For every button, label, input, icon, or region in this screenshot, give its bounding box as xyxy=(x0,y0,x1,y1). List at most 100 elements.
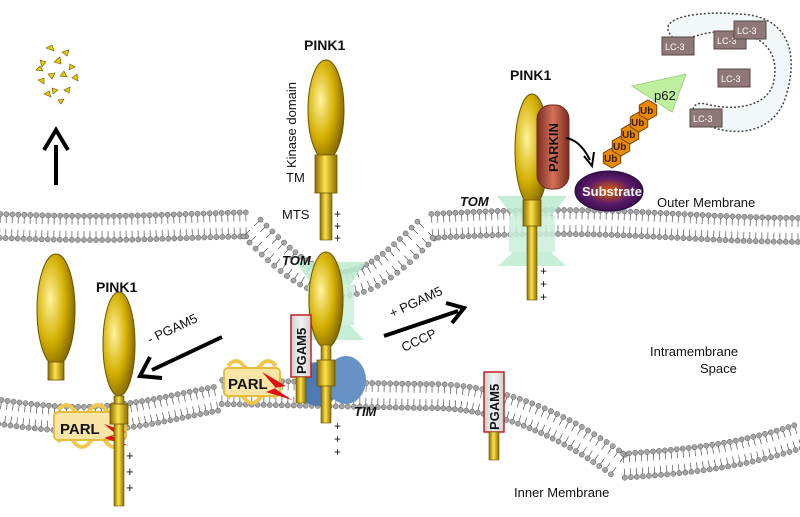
lipid-head xyxy=(290,277,297,284)
lipid-head xyxy=(620,232,627,239)
cleavage-bolt-center xyxy=(262,372,292,400)
svg-text:+: + xyxy=(540,290,547,304)
lc3-tag-3 xyxy=(733,20,767,40)
lipid-head xyxy=(752,238,759,245)
lipid-head xyxy=(51,403,58,409)
lipid-head xyxy=(638,233,645,239)
lipid-head xyxy=(155,419,162,426)
lipid-head xyxy=(212,210,219,216)
lipid-head xyxy=(362,404,369,410)
lipid-head xyxy=(645,209,652,216)
parkin-label: PARKIN xyxy=(546,123,561,172)
lipid-head xyxy=(116,212,123,219)
lipid-head xyxy=(434,405,441,411)
lipid-head xyxy=(8,235,15,242)
lipid-head xyxy=(723,213,730,219)
tom-label-right: TOM xyxy=(460,194,490,209)
lipid-head xyxy=(391,241,397,248)
lipid-head xyxy=(728,237,735,244)
lipid-head xyxy=(657,210,664,216)
lipid-head xyxy=(463,407,470,414)
lipid-head xyxy=(735,213,742,220)
lipid-head xyxy=(500,207,507,214)
lipid-head xyxy=(153,236,160,242)
lipid-head xyxy=(354,291,360,297)
lipid-head xyxy=(38,426,44,432)
pink1-label-center: PINK1 xyxy=(304,37,345,53)
minus-pgam5-label: - PGAM5 xyxy=(145,311,200,347)
tm-label: TM xyxy=(286,170,305,185)
lipid-head xyxy=(656,234,663,240)
ubiquitin-label: Ub xyxy=(613,142,626,153)
lipid-head xyxy=(555,231,561,237)
lipid-head xyxy=(692,235,699,242)
lipid-head xyxy=(182,211,189,217)
lipid-head xyxy=(87,213,93,219)
lipid-head xyxy=(33,212,40,218)
lipid-head xyxy=(404,404,411,411)
lipid-head xyxy=(638,449,644,456)
lipid-head xyxy=(777,214,784,221)
lipid-head xyxy=(495,232,502,238)
lipid-head xyxy=(764,238,771,245)
lipid-head xyxy=(644,449,650,455)
lipid-head xyxy=(56,236,63,243)
lipid-head xyxy=(266,402,273,408)
lipid-head xyxy=(602,231,609,238)
lipid-head xyxy=(652,472,658,479)
lipid-head xyxy=(122,212,129,219)
lipid-head xyxy=(669,210,676,217)
lipid-head xyxy=(768,454,774,460)
lipid-head xyxy=(476,208,483,215)
lipid-head xyxy=(738,436,745,443)
lipid-head xyxy=(213,234,220,240)
lipid-head xyxy=(258,251,265,258)
lipid-head xyxy=(460,383,467,389)
lipid-head xyxy=(393,380,400,387)
lipid-head xyxy=(590,231,597,238)
lipid-head xyxy=(477,232,484,239)
lipid-head xyxy=(440,405,447,412)
lipid-head xyxy=(135,236,142,243)
lipid-head xyxy=(697,443,704,450)
lipid-head xyxy=(658,472,664,478)
ubiquitin-label: Ub xyxy=(622,130,635,141)
lipid-head xyxy=(447,234,454,240)
pgam5-right: PGAM5 xyxy=(483,371,505,461)
svg-text:+: + xyxy=(126,480,134,495)
lipid-head xyxy=(501,231,508,238)
lipid-head xyxy=(626,450,632,457)
lipid-head xyxy=(709,441,716,448)
ubiquitin-label: Ub xyxy=(631,118,644,129)
lipid-head xyxy=(0,211,4,217)
lipid-head xyxy=(380,404,387,411)
arrow-plus-pgam5 xyxy=(383,301,468,338)
lipid-head xyxy=(464,209,471,216)
lipid-head xyxy=(715,440,721,447)
lipid-head xyxy=(473,385,479,391)
lipid-head xyxy=(167,417,174,424)
lipid-head xyxy=(732,437,739,444)
lipid-head xyxy=(207,234,214,241)
lipid-head xyxy=(650,448,656,455)
lipid-head xyxy=(573,207,580,213)
lipid-head xyxy=(435,381,442,387)
lipid-head xyxy=(616,447,622,454)
svg-text:+: + xyxy=(334,432,341,446)
lipid-head xyxy=(446,210,453,216)
lipid-head xyxy=(767,429,774,436)
p62: p62 xyxy=(630,73,687,113)
lipid-head xyxy=(134,212,141,219)
lc3-proteins: LC-3LC-3LC-3LC-3LC-3 xyxy=(661,20,767,128)
lipid-head xyxy=(578,231,585,238)
lipid-head xyxy=(756,432,762,439)
lipid-head xyxy=(338,403,345,410)
ubiquitin-5 xyxy=(638,99,658,121)
lipid-head xyxy=(275,234,282,240)
lipid-head xyxy=(762,431,768,437)
degraded-fragments xyxy=(35,44,79,105)
lipid-head xyxy=(374,404,381,411)
lipid-head xyxy=(417,381,424,387)
lipid-head xyxy=(263,222,270,229)
